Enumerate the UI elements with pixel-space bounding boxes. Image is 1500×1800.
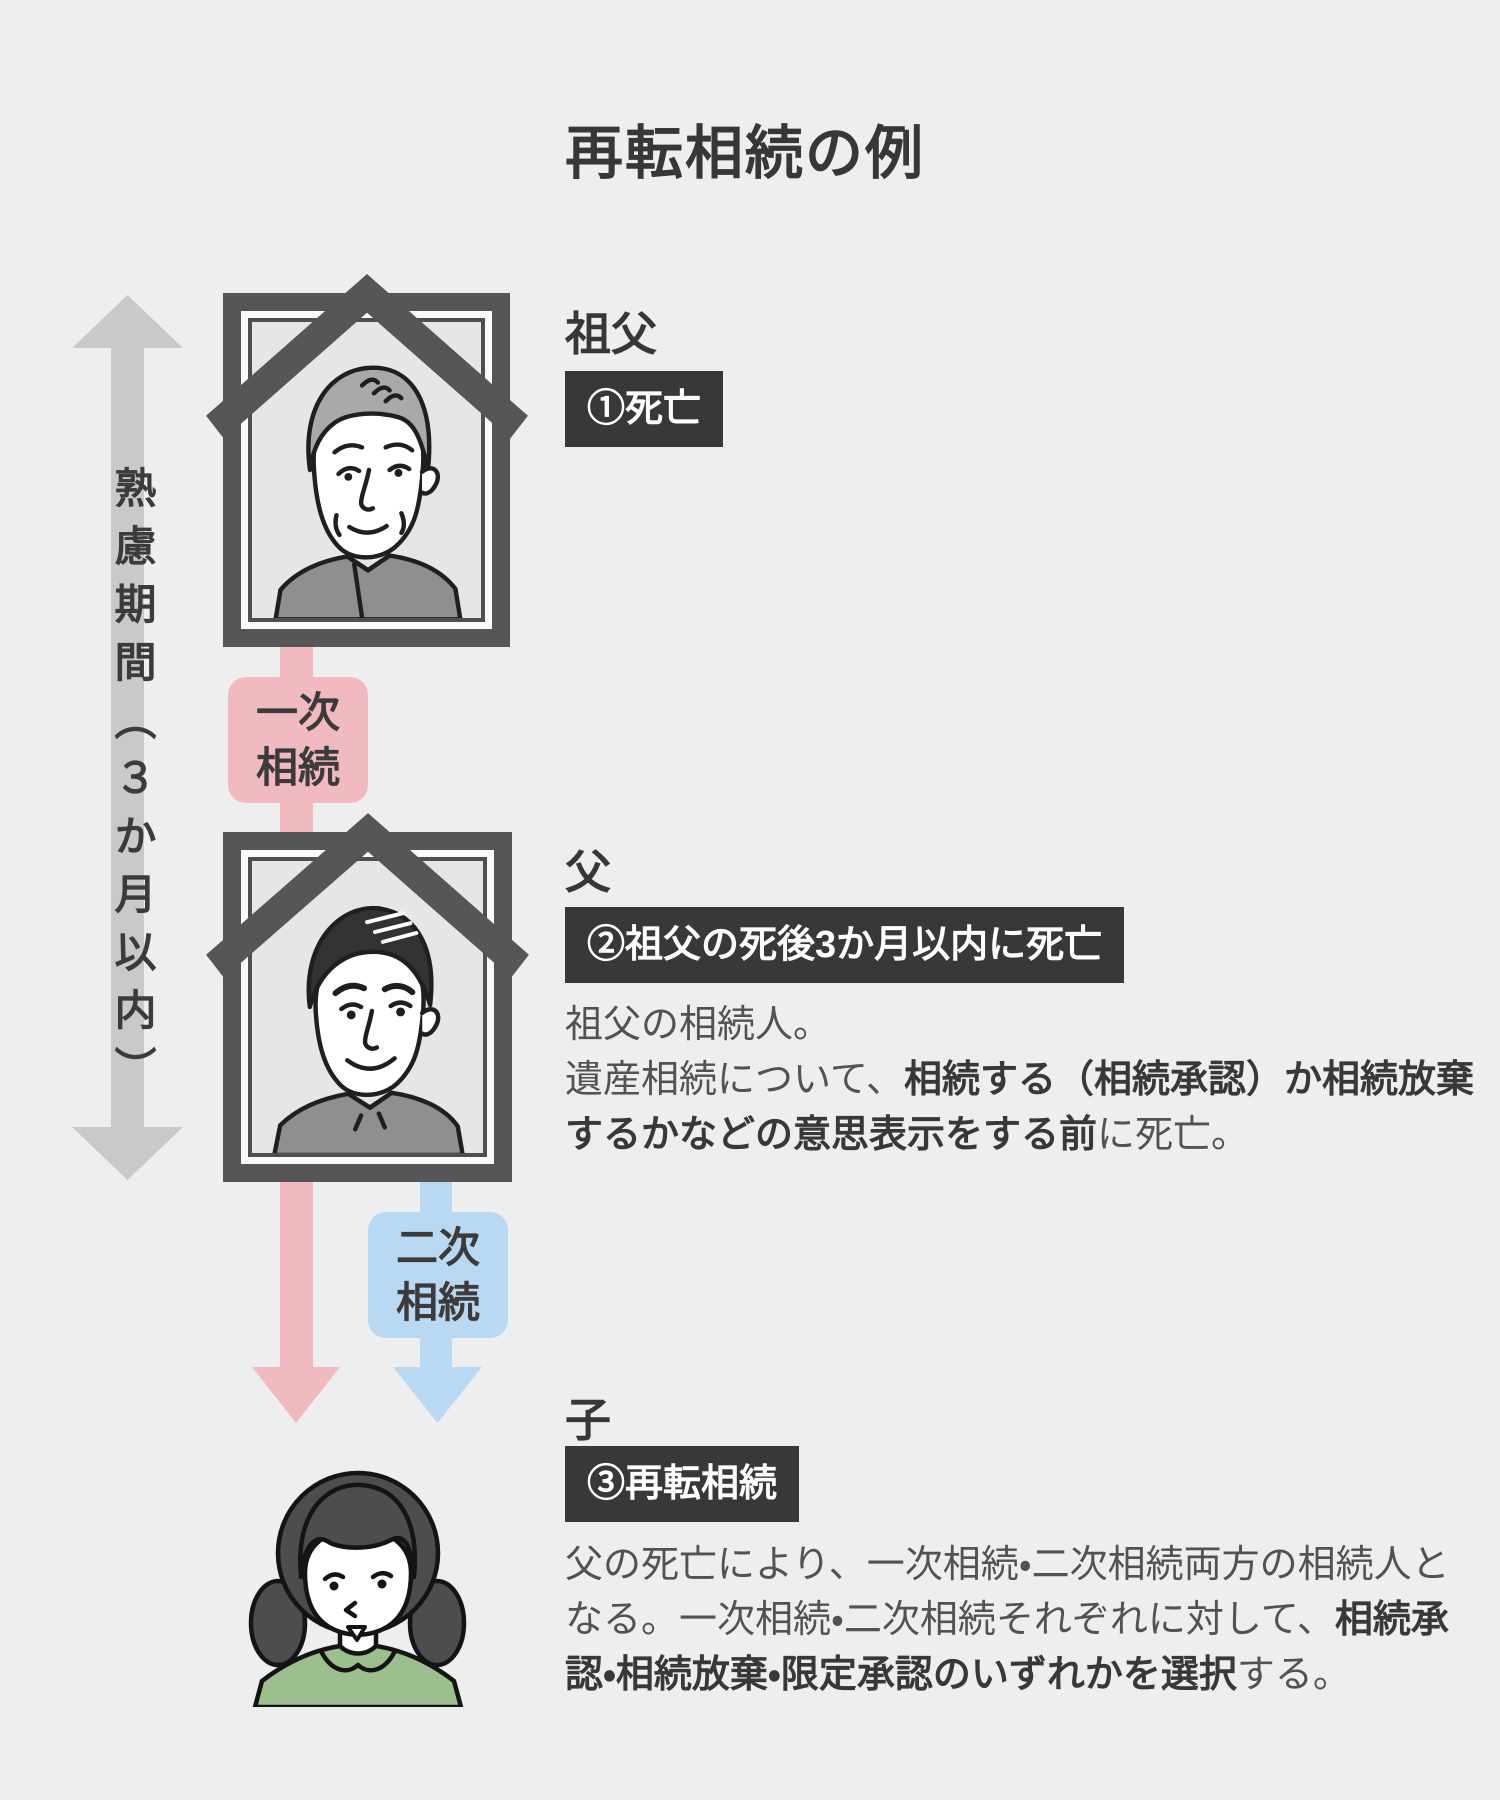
grandfather-portrait-illustration xyxy=(273,365,463,618)
child-description-line3: 認・相続放棄・限定承認のいずれかを選択する。 xyxy=(565,1654,1351,1696)
father-description-line2: 遺産相続について、相続する（相続承認）か相続放棄 xyxy=(565,1059,1474,1101)
grandfather-name-label: 祖父 xyxy=(565,308,657,360)
secondary-inheritance-badge: 二次 相続 xyxy=(368,1212,508,1338)
father-name-label: 父 xyxy=(565,846,611,898)
page-title: 再転相続の例 xyxy=(565,121,926,186)
father-photo xyxy=(248,857,487,1157)
father-description-line1: 祖父の相続人。 xyxy=(565,1004,832,1046)
deliberation-period-label: 熟慮期間（３か月以内） xyxy=(109,466,156,1104)
child-description-line2: なる。一次相続・二次相続それぞれに対して、相続承 xyxy=(565,1599,1449,1641)
father-description: 祖父の相続人。 遺産相続について、相続する（相続承認）か相続放棄 するかなどの意… xyxy=(565,998,1474,1163)
secondary-inheritance-label-line1: 二次 xyxy=(395,1224,480,1271)
father-photo-mat xyxy=(241,850,494,1164)
child-portrait-illustration xyxy=(248,1470,467,1707)
grandfather-photo-mat xyxy=(241,311,492,629)
father-description-line3: するかなどの意思表示をする前に死亡。 xyxy=(565,1114,1250,1156)
child-name-label: 子 xyxy=(565,1394,611,1446)
secondary-inheritance-label-line2: 相続 xyxy=(395,1279,480,1326)
deliberation-period-arrow-icon xyxy=(72,295,183,1180)
father-memorial-frame xyxy=(206,813,529,1182)
primary-inheritance-label-line1: 一次 xyxy=(255,689,340,736)
child-description-line1: 父の死亡により、一次相続・二次相続両方の相続人と xyxy=(565,1544,1450,1586)
child-step-badge: ③再転相続 xyxy=(565,1446,800,1522)
grandfather-step-badge: ①死亡 xyxy=(565,371,724,447)
grandfather-photo xyxy=(248,318,485,622)
father-step-badge: ②祖父の死後3か月以内に死亡 xyxy=(565,907,1125,983)
father-portrait-illustration xyxy=(272,905,465,1153)
grandfather-memorial-frame xyxy=(206,274,528,647)
child-description: 父の死亡により、一次相続・二次相続両方の相続人と なる。一次相続・二次相続それぞ… xyxy=(565,1538,1450,1703)
primary-inheritance-badge: 一次 相続 xyxy=(228,677,368,803)
primary-inheritance-label-line2: 相続 xyxy=(255,744,340,791)
